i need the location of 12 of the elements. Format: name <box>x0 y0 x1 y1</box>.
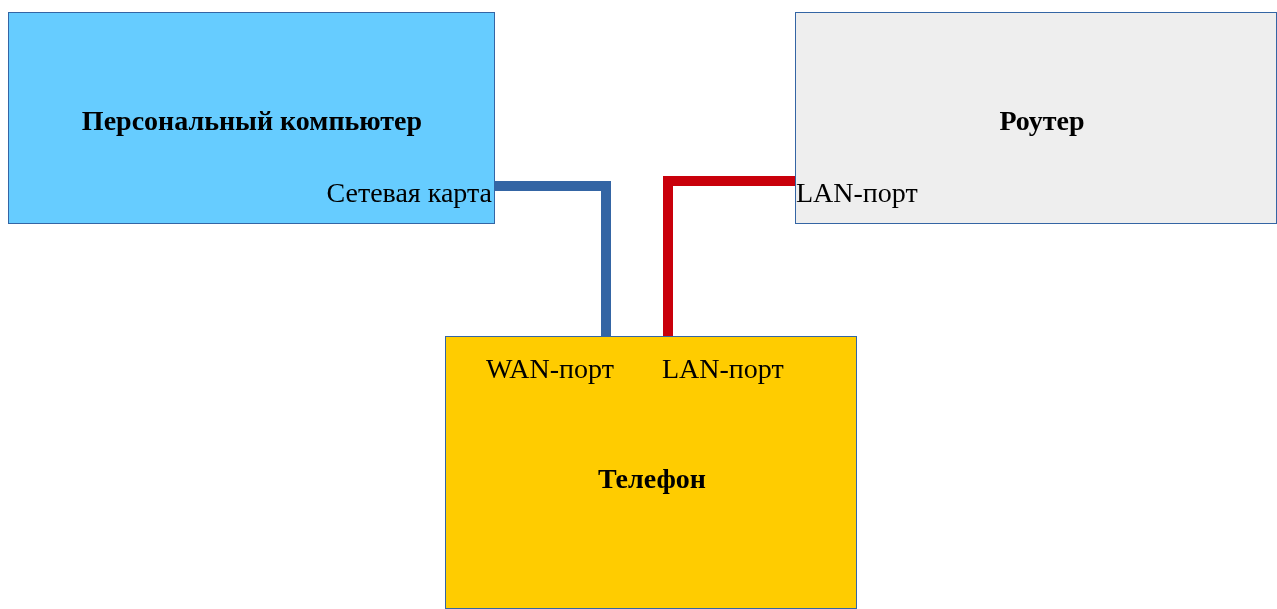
device-box <box>8 12 495 224</box>
port-label: WAN-порт <box>486 353 614 385</box>
cable-line <box>495 181 611 336</box>
device-box <box>445 336 857 609</box>
port-label: Сетевая карта <box>326 177 492 209</box>
device-label: Телефон <box>598 463 706 495</box>
cable-line <box>663 176 795 336</box>
port-label: LAN-порт <box>796 177 918 209</box>
device-label: Роутер <box>999 105 1085 137</box>
port-label: LAN-порт <box>662 353 784 385</box>
device-label: Персональный компьютер <box>81 105 423 137</box>
device-box <box>795 12 1277 224</box>
